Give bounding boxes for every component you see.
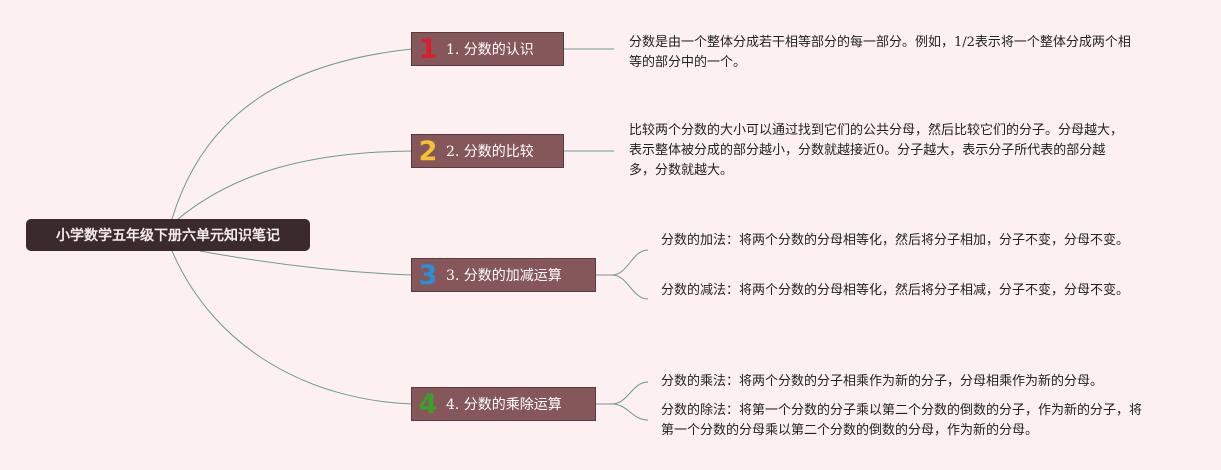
topic-fraction-comparison[interactable]: 2 2. 分数的比较	[411, 134, 564, 168]
note-fraction-multiplication[interactable]: 分数的乘法：将两个分数的分子相乘作为新的分子，分母相乘作为新的分母。	[661, 374, 1104, 389]
central-topic[interactable]: 小学数学五年级下册六单元知识笔记	[26, 219, 310, 251]
note-fraction-subtraction[interactable]: 分数的减法：将两个分数的分母相等化，然后将分子相减，分子不变，分母不变。	[661, 283, 1130, 298]
topic-label: 2. 分数的比较	[446, 144, 534, 160]
link-root-branch-2	[177, 150, 413, 220]
topic-fraction-multiply-divide[interactable]: 4 4. 分数的乘除运算	[411, 387, 596, 421]
note-fraction-division[interactable]: 分数的除法：将第一个分数的分子乘以第二个分数的倒数的分子，作为新的分子，将第一个…	[661, 403, 1143, 438]
link-root-branch-1	[171, 48, 413, 220]
number-1-icon: 1	[418, 34, 438, 65]
note-fraction-comparison[interactable]: 比较两个分数的大小可以通过找到它们的公共分母，然后比较它们的分子。分母越大，表示…	[629, 123, 1124, 178]
note-fraction-definition[interactable]: 分数是由一个整体分成若干相等部分的每一部分。例如，1/2表示将一个整体分成两个相…	[629, 35, 1131, 70]
number-2-icon: 2	[418, 136, 438, 167]
central-topic-label: 小学数学五年级下册六单元知识笔记	[56, 228, 280, 244]
link-branch-3-note-2	[611, 274, 649, 300]
link-root-branch-4	[171, 250, 413, 405]
number-4-icon: 4	[418, 389, 438, 420]
topic-fraction-basics[interactable]: 1 1. 分数的认识	[411, 32, 564, 66]
topic-label: 3. 分数的加减运算	[446, 268, 562, 284]
note-fraction-addition[interactable]: 分数的加法：将两个分数的分母相等化，然后将分子相加，分子不变，分母不变。	[661, 233, 1130, 248]
number-3-icon: 3	[418, 260, 438, 291]
link-branch-3-note-1	[611, 249, 649, 276]
link-branch-4-note-1	[611, 381, 649, 405]
topic-label: 1. 分数的认识	[446, 42, 534, 58]
topic-label: 4. 分数的乘除运算	[446, 397, 562, 413]
link-branch-4-note-2	[611, 403, 649, 421]
link-root-branch-3	[199, 250, 413, 276]
topic-fraction-add-subtract[interactable]: 3 3. 分数的加减运算	[411, 258, 596, 292]
